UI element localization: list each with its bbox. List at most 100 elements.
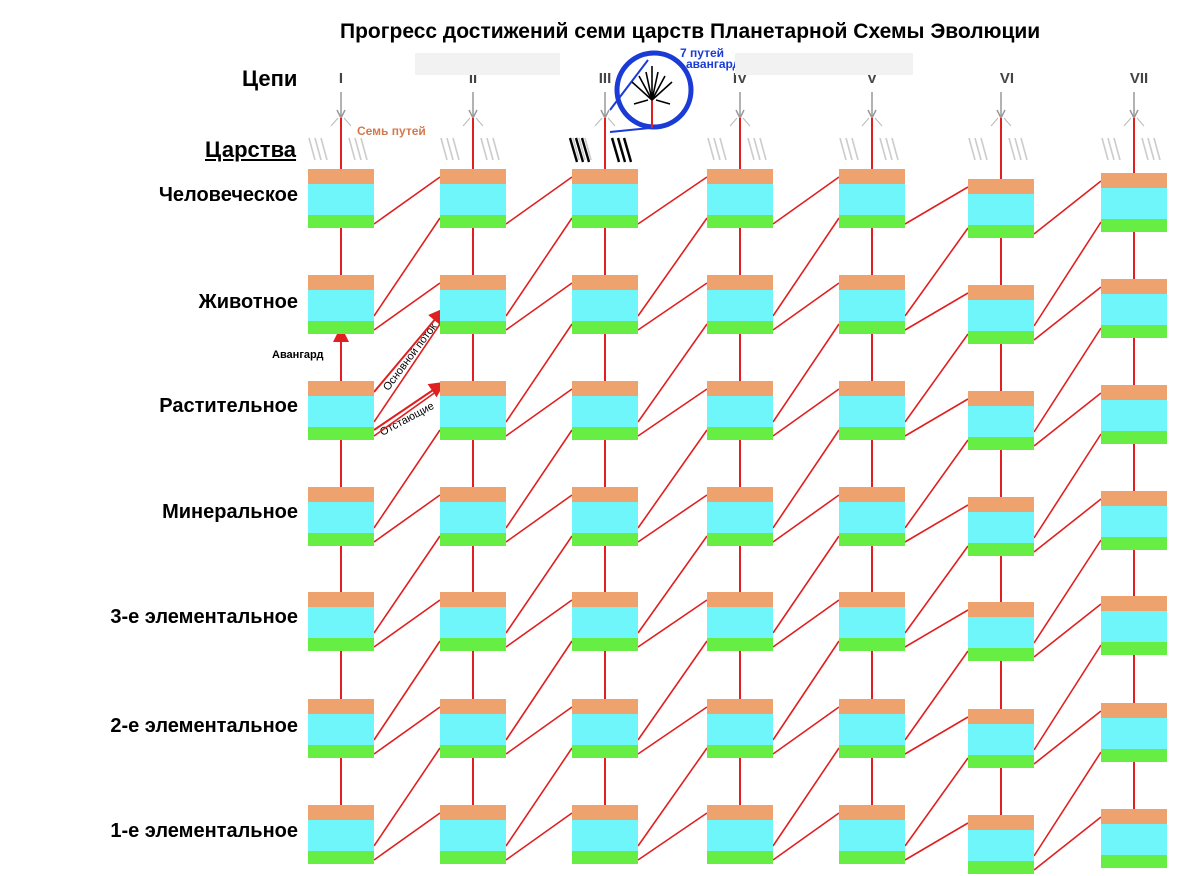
block-bottom-band <box>440 745 506 758</box>
block-top-band <box>707 381 773 396</box>
block-top-band <box>707 275 773 290</box>
diagonal-link <box>637 812 708 861</box>
faint-ray <box>584 137 592 161</box>
block-top-band <box>839 169 905 184</box>
faint-ray <box>1003 117 1012 127</box>
kingdom-block <box>968 285 1034 344</box>
block-middle-band <box>707 184 773 215</box>
vanguard-path <box>651 81 673 101</box>
block-bottom-band <box>968 543 1034 556</box>
kingdom-block <box>440 699 506 758</box>
block-top-band <box>968 815 1034 830</box>
diagonal-link <box>904 227 969 317</box>
block-middle-band <box>440 714 506 745</box>
diagonal-link <box>904 504 969 543</box>
diagonal-link <box>505 388 573 437</box>
block-top-band <box>308 592 374 607</box>
diagonal-link <box>505 323 573 423</box>
block-top-band <box>1101 596 1167 611</box>
block-middle-band <box>572 290 638 321</box>
faint-ray <box>861 117 870 127</box>
block-middle-band <box>308 290 374 321</box>
block-bottom-band <box>707 533 773 546</box>
block-top-band <box>839 699 905 714</box>
kingdom-block <box>440 275 506 334</box>
block-bottom-band <box>308 851 374 864</box>
block-middle-band <box>440 184 506 215</box>
chain-rays <box>968 92 1028 179</box>
diagonal-link <box>637 323 708 423</box>
block-bottom-band <box>968 437 1034 450</box>
diagonal-link <box>1033 180 1102 235</box>
faded-header-bars <box>415 53 913 75</box>
block-bottom-band <box>839 851 905 864</box>
block-top-band <box>707 487 773 502</box>
faint-ray <box>320 137 328 161</box>
diagonal-link <box>1033 751 1102 857</box>
kingdom-block <box>707 275 773 334</box>
block-top-band <box>707 805 773 820</box>
block-top-band <box>707 592 773 607</box>
laggards-arrow <box>373 381 446 431</box>
block-bottom-band <box>707 427 773 440</box>
diagonal-link <box>373 640 441 741</box>
faint-ray <box>990 117 999 127</box>
dark-ray <box>580 137 591 163</box>
diagonal-link <box>904 186 969 225</box>
block-middle-band <box>839 184 905 215</box>
block-middle-band <box>308 184 374 215</box>
block-top-band <box>440 169 506 184</box>
chain-number-2: II <box>468 70 478 87</box>
block-bottom-band <box>839 215 905 228</box>
diagonal-link <box>1033 221 1102 327</box>
chain-number-3: III <box>598 70 612 87</box>
block-top-band <box>968 179 1034 194</box>
block-middle-band <box>1101 188 1167 219</box>
block-bottom-band <box>1101 642 1167 655</box>
kingdom-block <box>1101 809 1167 868</box>
block-middle-band <box>440 502 506 533</box>
diagonal-link <box>373 706 441 755</box>
dark-ray <box>610 137 621 163</box>
block-middle-band <box>1101 611 1167 642</box>
faint-ray <box>713 137 721 161</box>
block-middle-band <box>440 820 506 851</box>
faint-ray <box>1153 137 1161 161</box>
kingdom-block <box>707 592 773 651</box>
block-top-band <box>308 275 374 290</box>
kingdom-block <box>440 805 506 864</box>
block-top-band <box>1101 491 1167 506</box>
kingdom-block <box>1101 596 1167 655</box>
block-bottom-band <box>440 215 506 228</box>
faint-ray <box>974 137 982 161</box>
block-top-band <box>839 592 905 607</box>
block-bottom-band <box>440 533 506 546</box>
chain-rays <box>308 92 368 169</box>
block-bottom-band <box>968 331 1034 344</box>
vanguard-label: Авангард <box>272 349 324 361</box>
faint-ray <box>707 137 715 161</box>
faint-ray <box>1020 137 1028 161</box>
diagonal-link <box>373 282 441 331</box>
diagonal-link <box>772 535 840 634</box>
kingdom-block <box>839 592 905 651</box>
vanguard-paths-label-line1: 7 путей <box>680 46 725 60</box>
diagonal-link <box>772 323 840 423</box>
kingdom-label-vegetable: Растительное <box>159 395 298 417</box>
block-top-band <box>440 487 506 502</box>
kingdoms-label: Царства <box>205 137 297 162</box>
kingdom-block <box>839 381 905 440</box>
block-bottom-band <box>839 745 905 758</box>
kingdom-block <box>440 487 506 546</box>
block-top-band <box>308 699 374 714</box>
block-bottom-band <box>968 225 1034 238</box>
block-middle-band <box>707 396 773 427</box>
block-top-band <box>707 699 773 714</box>
kingdom-label-human: Человеческое <box>158 184 298 206</box>
block-top-band <box>968 285 1034 300</box>
diagonal-link <box>373 323 441 423</box>
chain-rays <box>839 92 899 169</box>
block-middle-band <box>968 830 1034 861</box>
block-bottom-band <box>1101 749 1167 762</box>
block-bottom-band <box>968 648 1034 661</box>
